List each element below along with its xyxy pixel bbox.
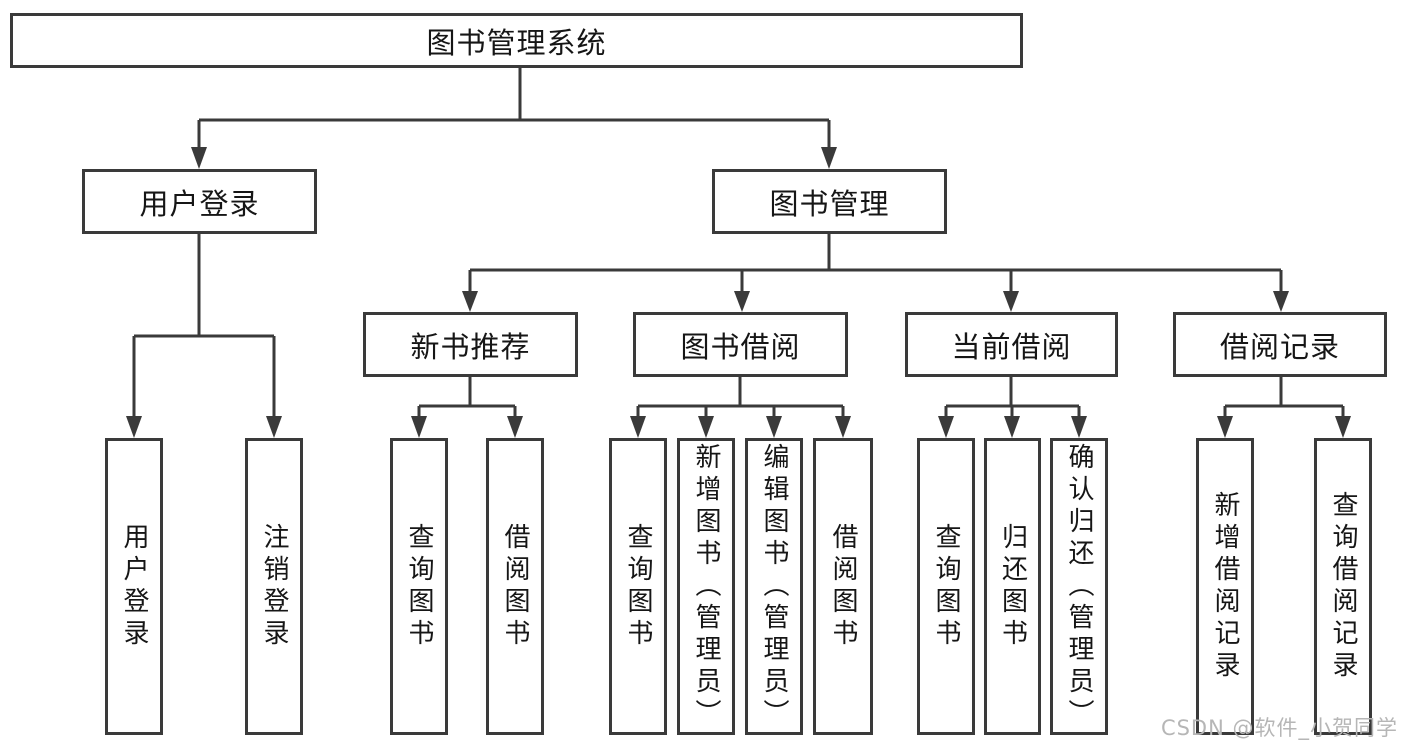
arrowhead [630, 416, 646, 438]
connector-current-borrowing-to-leaves [938, 377, 1087, 438]
arrowhead [411, 416, 427, 438]
leaf-query-borrow-record: 查询借阅记录 [1314, 438, 1372, 735]
arrowhead [1335, 416, 1351, 438]
arrowhead [462, 291, 478, 312]
arrowhead [1004, 416, 1020, 438]
arrowhead [126, 416, 142, 438]
arrowhead [1273, 291, 1289, 312]
leaf-query-books-borrowing: 查询图书 [609, 438, 667, 735]
arrowhead [835, 416, 851, 438]
connector-borrowing-records-to-leaves [1217, 377, 1351, 438]
leaf-logout: 注销登录 [245, 438, 303, 735]
leaf-confirm-return-admin: 确认归还（管理员） [1050, 438, 1108, 735]
arrowhead [1217, 416, 1233, 438]
leaf-return-books: 归还图书 [984, 438, 1041, 735]
arrowhead [266, 416, 282, 438]
connector-new-book-recommend-to-leaves [411, 377, 523, 438]
leaf-add-book-admin: 新增图书（管理员） [677, 438, 735, 735]
connector-root-to-level2 [191, 68, 837, 169]
connector-book-borrowing-to-leaves [630, 377, 851, 438]
arrowhead [766, 416, 782, 438]
connector-user-login-to-leaves [126, 234, 282, 438]
watermark: CSDN @软件_小贺同学 [1160, 716, 1398, 740]
arrowhead [1003, 291, 1019, 312]
leaf-borrow-books-recommend: 借阅图书 [486, 438, 544, 735]
leaf-query-books-current: 查询图书 [917, 438, 975, 735]
node-new-book-recommend: 新书推荐 [363, 312, 578, 377]
arrowhead [698, 416, 714, 438]
leaf-user-login: 用户登录 [105, 438, 163, 735]
arrowhead [507, 416, 523, 438]
leaf-add-borrow-record: 新增借阅记录 [1196, 438, 1254, 735]
leaf-borrow-books-borrowing: 借阅图书 [813, 438, 873, 735]
leaf-edit-book-admin: 编辑图书（管理员） [745, 438, 803, 735]
node-borrowing-records: 借阅记录 [1173, 312, 1387, 377]
node-book-management: 图书管理 [712, 169, 947, 234]
arrowhead [821, 147, 837, 169]
arrowhead [1071, 416, 1087, 438]
node-book-borrowing: 图书借阅 [633, 312, 848, 377]
node-root: 图书管理系统 [10, 13, 1023, 68]
leaf-query-books-recommend: 查询图书 [390, 438, 448, 735]
arrowhead [191, 147, 207, 169]
node-current-borrowing: 当前借阅 [905, 312, 1118, 377]
arrowhead [938, 416, 954, 438]
arrowhead [734, 291, 750, 312]
connector-book-management-to-level3 [462, 234, 1289, 312]
node-user-login: 用户登录 [82, 169, 317, 234]
